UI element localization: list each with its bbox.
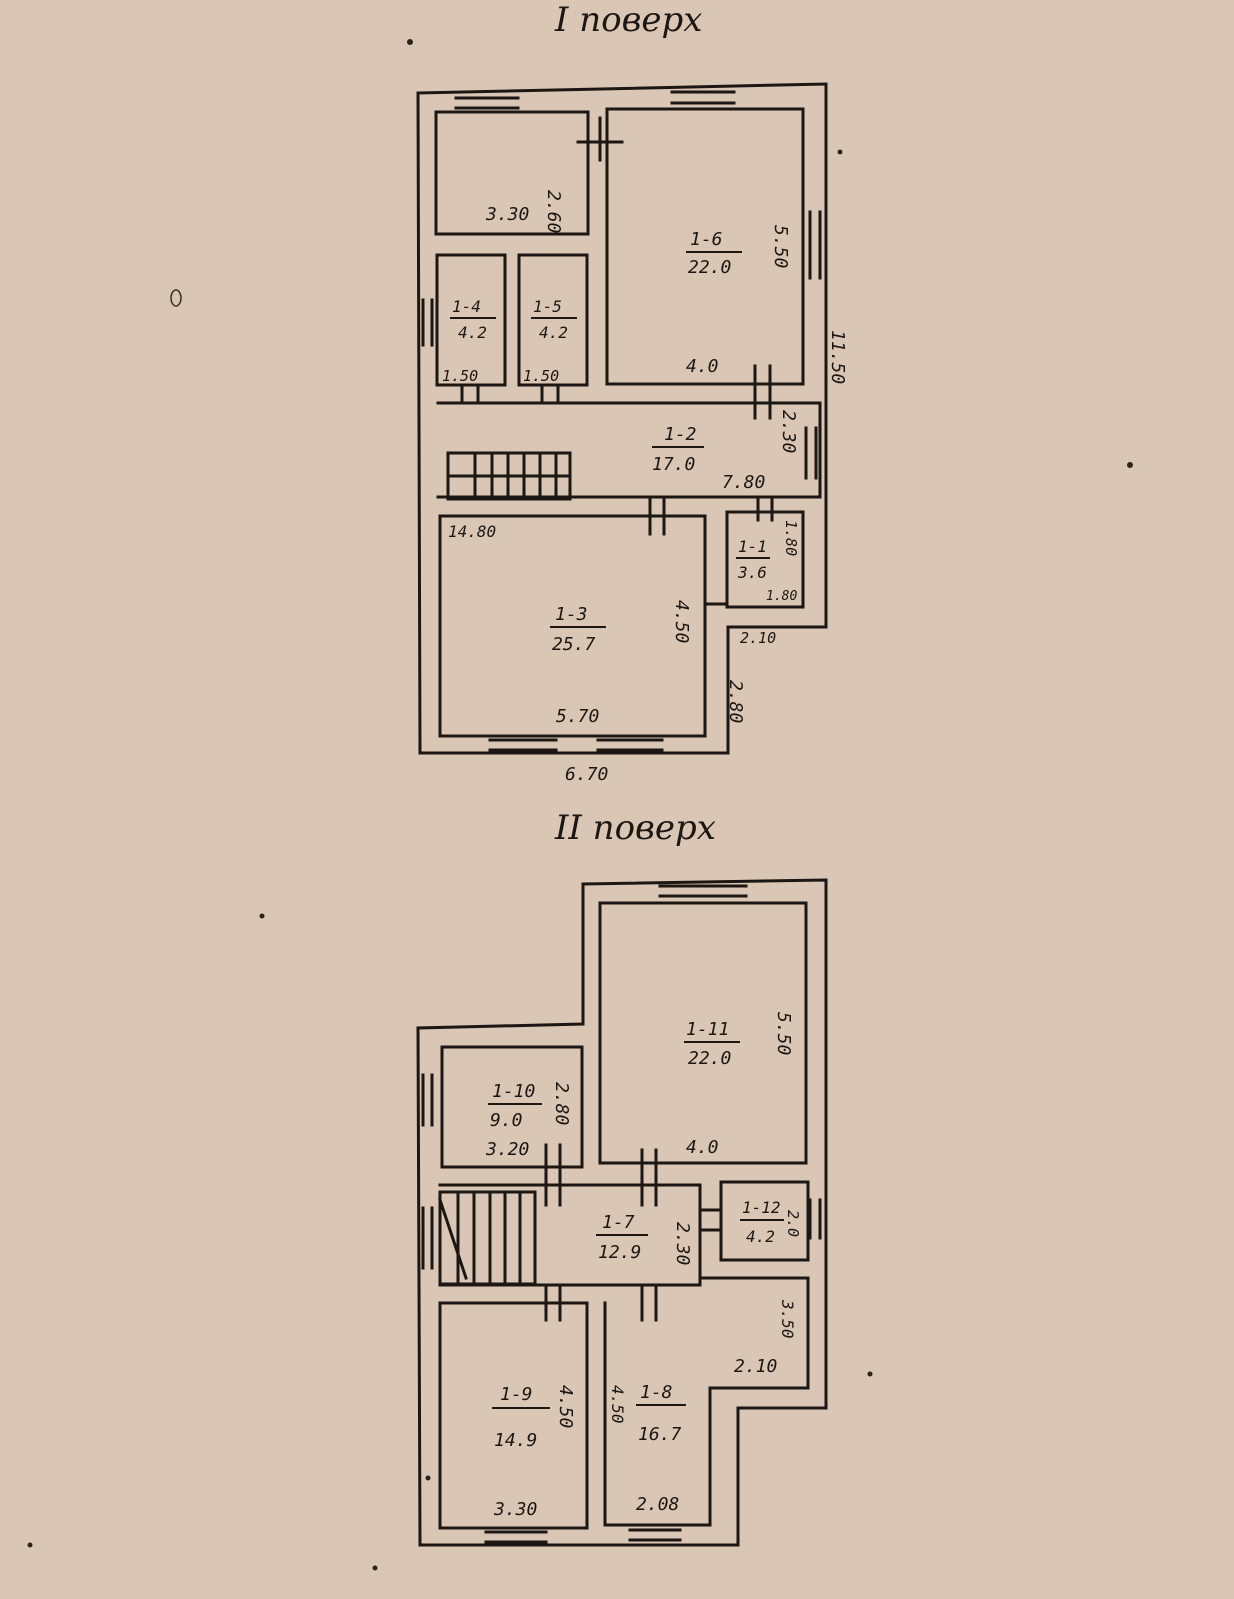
f2-room-1-8-nook-depth: 3.50 bbox=[778, 1299, 797, 1339]
f1-room-1-1-id: 1-1 bbox=[738, 537, 767, 556]
f1-room-1-2-id: 1-2 bbox=[664, 424, 697, 445]
f2-room-1-9-area: 14.9 bbox=[494, 1430, 537, 1451]
f2-room-1-12-depth: 2.0 bbox=[784, 1210, 802, 1237]
f1-step-depth: 2.80 bbox=[725, 680, 746, 723]
f1-room-1-3-id: 1-3 bbox=[555, 604, 588, 625]
f1-room-1-3-area: 25.7 bbox=[552, 634, 596, 655]
f1-room-1-1-width: 1.80 bbox=[766, 589, 797, 604]
f1-room-1-5-width: 1.50 bbox=[523, 367, 559, 385]
f1-room-1-2-length: 7.80 bbox=[722, 472, 765, 493]
f1-overall-width: 6.70 bbox=[565, 764, 608, 785]
f2-room-1-7-id: 1-7 bbox=[602, 1212, 635, 1233]
f1-room-1-5-id: 1-5 bbox=[533, 297, 562, 316]
f2-room-1-11-area: 22.0 bbox=[688, 1048, 731, 1069]
f1-room-a-depth: 2.60 bbox=[543, 190, 564, 233]
f2-room-1-8-area: 16.7 bbox=[638, 1424, 682, 1445]
floor-1-walls bbox=[416, 82, 828, 755]
f1-room-1-6-width: 4.0 bbox=[686, 356, 719, 377]
f2-room-1-10-depth: 2.80 bbox=[551, 1082, 572, 1125]
f2-room-1-12-area: 4.2 bbox=[746, 1227, 775, 1246]
f2-room-1-11-id: 1-11 bbox=[686, 1019, 729, 1040]
f1-room-1-5-area: 4.2 bbox=[539, 323, 568, 342]
f2-room-1-7-depth: 2.30 bbox=[672, 1222, 693, 1265]
f1-room-1-6-depth: 5.50 bbox=[770, 225, 791, 268]
f2-room-1-7-area: 12.9 bbox=[598, 1242, 641, 1263]
f1-room-1-4-width: 1.50 bbox=[442, 367, 478, 385]
f1-overall-depth: 11.50 bbox=[827, 330, 848, 384]
f1-room-1-3-width: 5.70 bbox=[556, 706, 599, 727]
f2-room-1-10-width: 3.20 bbox=[485, 1139, 529, 1160]
f2-room-1-9-width: 3.30 bbox=[493, 1499, 537, 1520]
f1-room-1-6-area: 22.0 bbox=[688, 257, 731, 278]
f1-step-width: 2.10 bbox=[740, 629, 776, 647]
floor-2-title: II поверх bbox=[555, 808, 716, 848]
f1-room-1-4-area: 4.2 bbox=[458, 323, 487, 342]
floor-1-title: I поверх bbox=[555, 0, 703, 40]
f2-room-1-10-area: 9.0 bbox=[490, 1110, 523, 1131]
f1-room-1-1-depth: 1.80 bbox=[782, 520, 800, 556]
f1-room-1-3-depth: 4.50 bbox=[671, 600, 692, 643]
f2-room-1-9-depth: 4.50 bbox=[555, 1385, 576, 1428]
f1-hall-width: 14.80 bbox=[448, 522, 496, 541]
f1-room-1-2-depth: 2.30 bbox=[778, 410, 799, 453]
f2-room-1-10-id: 1-10 bbox=[492, 1081, 535, 1102]
f2-room-1-8-id: 1-8 bbox=[640, 1382, 673, 1403]
f2-room-1-8-depth: 4.50 bbox=[608, 1385, 627, 1424]
f2-room-1-8-nook-width: 2.10 bbox=[734, 1356, 777, 1377]
f1-room-1-6-id: 1-6 bbox=[690, 229, 723, 250]
f2-room-1-11-depth: 5.50 bbox=[773, 1012, 794, 1055]
f1-room-1-2-area: 17.0 bbox=[652, 454, 695, 475]
floor-2-walls bbox=[416, 878, 828, 1547]
f1-room-a-width: 3.30 bbox=[485, 204, 529, 225]
f2-room-1-8-width: 2.08 bbox=[636, 1494, 679, 1515]
f1-room-1-4-id: 1-4 bbox=[452, 297, 481, 316]
f2-room-1-11-width: 4.0 bbox=[686, 1137, 719, 1158]
f2-room-1-9-id: 1-9 bbox=[500, 1384, 533, 1405]
f1-room-1-1-area: 3.6 bbox=[737, 563, 767, 582]
f2-room-1-12-id: 1-12 bbox=[742, 1198, 781, 1217]
